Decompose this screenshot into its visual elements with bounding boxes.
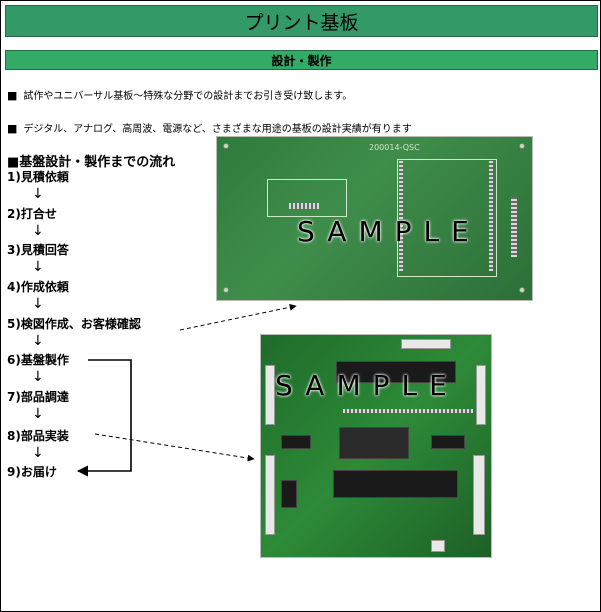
pin-header xyxy=(489,161,493,271)
page-title: プリント基板 xyxy=(244,11,359,34)
right-connector xyxy=(473,455,485,535)
mounting-hole xyxy=(519,287,525,293)
bullet-line-1: ■ 試作やユニバーサル基板～特殊な分野での設計までお引き受け致します。 xyxy=(7,87,352,102)
bullet-text-1: 試作やユニバーサル基板～特殊な分野での設計までお引き受け致します。 xyxy=(23,91,353,102)
bullet-square-icon: ■ xyxy=(7,122,18,135)
section-title-bar: 設計・製作 xyxy=(5,50,598,70)
bullet-line-2: ■ デジタル、アナログ、高周波、電源など、さまざまな用途の基板の設計実績が有ります xyxy=(7,120,412,135)
ic-chip xyxy=(333,470,458,498)
connector xyxy=(431,540,445,552)
flow-step-3: 3)見積回答 xyxy=(7,243,69,257)
mounting-hole xyxy=(223,143,229,149)
right-connector xyxy=(476,365,486,425)
down-arrow-icon: ↓ xyxy=(32,445,44,461)
silk-label: 200014-QSC xyxy=(369,143,420,152)
flow-step-4: 4)作成依頼 xyxy=(7,280,69,294)
ic-chip xyxy=(281,435,311,449)
down-arrow-icon: ↓ xyxy=(32,223,44,239)
left-connector xyxy=(265,455,275,535)
pin-row xyxy=(289,203,319,209)
flow-step-1: 1)見積依頼 xyxy=(7,170,69,184)
top-connector xyxy=(401,339,451,349)
left-connector xyxy=(265,365,275,425)
down-arrow-icon: ↓ xyxy=(32,333,44,349)
section-title: 設計・製作 xyxy=(271,53,332,68)
ic-socket-outline xyxy=(397,159,497,277)
flow-step-9: 9)お届け xyxy=(7,465,57,479)
down-arrow-icon: ↓ xyxy=(32,259,44,275)
bullet-square-icon: ■ xyxy=(7,89,18,102)
down-arrow-icon: ↓ xyxy=(32,369,44,385)
sample-watermark: SAMPLE xyxy=(297,215,481,248)
flow-step-7: 7)部品調達 xyxy=(7,390,69,404)
ic-chip xyxy=(336,361,456,383)
page-title-bar: プリント基板 xyxy=(5,5,598,37)
flow-step-5: 5)検図作成、お客様確認 xyxy=(7,317,141,331)
eprom-chip xyxy=(339,427,409,459)
component-outline xyxy=(267,179,347,217)
bullet-text-2: デジタル、アナログ、高周波、電源など、さまざまな用途の基板の設計実績が有ります xyxy=(23,124,412,135)
pcb-sample-photo-1: 200014-QSC SAMPLE xyxy=(216,136,533,301)
flow-step-2: 2)打合せ xyxy=(7,207,57,221)
pin-row xyxy=(343,409,473,413)
mounting-hole xyxy=(223,287,229,293)
pin-header xyxy=(399,161,403,271)
ic-chip xyxy=(281,480,297,508)
pcb-sample-photo-2: SAMPLE xyxy=(260,334,492,558)
sample-watermark: SAMPLE xyxy=(275,369,459,402)
mounting-hole xyxy=(519,143,525,149)
flow-title: ■基盤設計・製作までの流れ xyxy=(7,155,176,170)
flow-step-6: 6)基盤製作 xyxy=(7,353,69,367)
down-arrow-icon: ↓ xyxy=(32,296,44,312)
down-arrow-icon: ↓ xyxy=(32,186,44,202)
flow-step-8: 8)部品実装 xyxy=(7,429,69,443)
edge-connector xyxy=(511,197,517,257)
ic-chip xyxy=(431,435,465,449)
down-arrow-icon: ↓ xyxy=(32,406,44,422)
